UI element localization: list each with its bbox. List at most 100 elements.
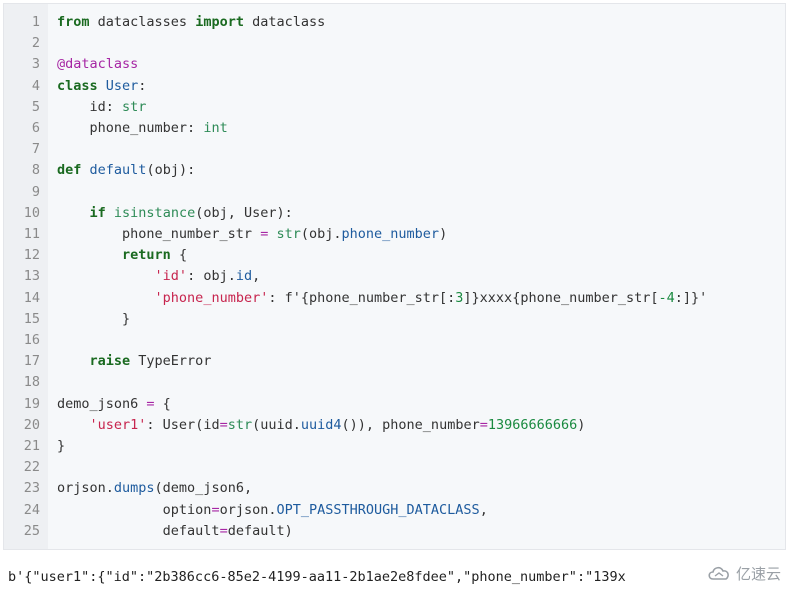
code-token: default (57, 522, 220, 539)
code-token: (uuid. (252, 416, 301, 433)
code-token: 'user1' (89, 416, 147, 433)
code-token: 13966666666 (487, 416, 578, 433)
line-number-gutter (4, 4, 48, 549)
code-line: 7 (4, 139, 57, 160)
line-number: 12 (23, 247, 40, 264)
code-line: 24 option=orjson.OPT_PASSTHROUGH_DATACLA… (4, 500, 488, 521)
line-number: 11 (23, 226, 40, 242)
code-token (57, 247, 122, 263)
code-token: 'phone_number' (154, 289, 269, 306)
code-token: uuid4 (300, 416, 342, 433)
code-line: 12 return { (4, 245, 187, 266)
line-number: 14 (23, 289, 40, 306)
code-token: class (57, 77, 98, 94)
line-code: phone_number: int (48, 118, 228, 139)
code-token (57, 268, 155, 284)
code-line: 17 raise TypeError (4, 351, 212, 372)
line-code: orjson.dumps(demo_json6, (48, 478, 252, 499)
line-code: 'phone_number': f'{phone_number_str[:3]}… (48, 288, 708, 309)
code-token: = (211, 501, 220, 518)
code-token: (obj): (146, 162, 196, 179)
line-number: 10 (23, 204, 40, 221)
code-token: default (89, 162, 147, 179)
code-token (98, 78, 106, 94)
line-code: class User: (48, 76, 146, 97)
line-code: raise TypeError (48, 351, 212, 372)
code-token: : User(id (146, 416, 220, 433)
code-token: (demo_json6, (154, 480, 253, 497)
code-token: id: (57, 98, 123, 115)
line-code: default=default) (48, 521, 293, 542)
code-token: ]}xxxx{phone_number_str[ (463, 289, 659, 306)
code-line: 21} (4, 436, 65, 457)
code-line: 18 (4, 372, 57, 393)
line-number: 25 (23, 522, 40, 539)
code-token: dataclasses (89, 14, 196, 30)
program-output: b'{"user1":{"id":"2b386cc6-85e2-4199-aa1… (8, 569, 626, 585)
code-token: , (252, 268, 261, 285)
code-token: raise (89, 353, 131, 370)
code-token: (obj, User): (195, 204, 293, 221)
code-token: from (57, 14, 90, 30)
code-line: 5 id: str (4, 97, 147, 118)
code-token: orjson. (219, 501, 277, 518)
code-token: orjson. (57, 480, 114, 497)
line-code: phone_number_str = str(obj.phone_number) (48, 224, 447, 245)
code-token: str (227, 416, 253, 433)
code-token: , (479, 501, 488, 518)
code-token: isinstance (113, 204, 196, 221)
line-number: 3 (31, 56, 40, 73)
code-token: ) (439, 226, 448, 242)
code-token: phone_number (341, 226, 440, 242)
code-token: dumps (113, 480, 155, 497)
code-token: User (105, 77, 139, 94)
code-line: 10 if isinstance(obj, User): (4, 203, 293, 224)
line-number: 13 (23, 268, 40, 285)
code-token: phone_number_str (57, 226, 261, 242)
code-token: def (57, 162, 82, 179)
code-token (57, 205, 90, 221)
code-token: id (235, 268, 253, 285)
code-token: 3 (455, 289, 464, 306)
cloud-logo-icon (706, 564, 732, 582)
code-line: 3 @dataclass (4, 54, 138, 75)
code-line: 2 (4, 33, 57, 54)
code-token: TypeError (130, 353, 212, 370)
code-line: 23 orjson.dumps(demo_json6, (4, 478, 252, 499)
code-token (57, 290, 155, 306)
line-code: demo_json6 = { (48, 394, 171, 415)
line-code: id: str (48, 97, 147, 118)
code-token: @dataclass (57, 56, 139, 73)
code-token (81, 162, 89, 178)
line-number: 21 (23, 438, 40, 454)
code-line: 13 'id': obj.id, (4, 266, 261, 287)
line-number: 15 (23, 310, 40, 327)
code-token: { (170, 247, 188, 264)
code-token: : (138, 77, 147, 94)
line-number: 20 (23, 416, 40, 433)
code-token: { (154, 395, 171, 412)
code-line: 20 'user1': User(id = str(uuid.uuid4()), p… (4, 415, 586, 436)
code-token: 'id' (154, 268, 188, 285)
code-token: ) (577, 416, 586, 433)
code-token: if (89, 204, 106, 221)
code-token: = (219, 522, 228, 539)
line-number: 23 (23, 480, 40, 497)
code-token: ()), phone_number (341, 416, 480, 433)
line-number: 17 (23, 353, 40, 370)
code-token: int (203, 120, 228, 136)
code-line: 14 'phone_number': f'{phone_number_str[:… (4, 288, 708, 309)
code-line: 16 (4, 330, 57, 351)
line-number: 18 (23, 374, 40, 391)
code-line: 25 default=default) (4, 521, 293, 542)
code-token: } (57, 310, 131, 327)
line-code: option=orjson.OPT_PASSTHROUGH_DATACLASS, (48, 500, 488, 521)
code-token: dataclass (243, 14, 326, 30)
line-number: 4 (31, 77, 40, 94)
line-code: 'user1': User(id = str(uuid.uuid4()), phon… (48, 415, 586, 436)
code-token: str (276, 226, 301, 242)
line-code: return { (48, 245, 187, 266)
code-token: = (479, 416, 488, 433)
